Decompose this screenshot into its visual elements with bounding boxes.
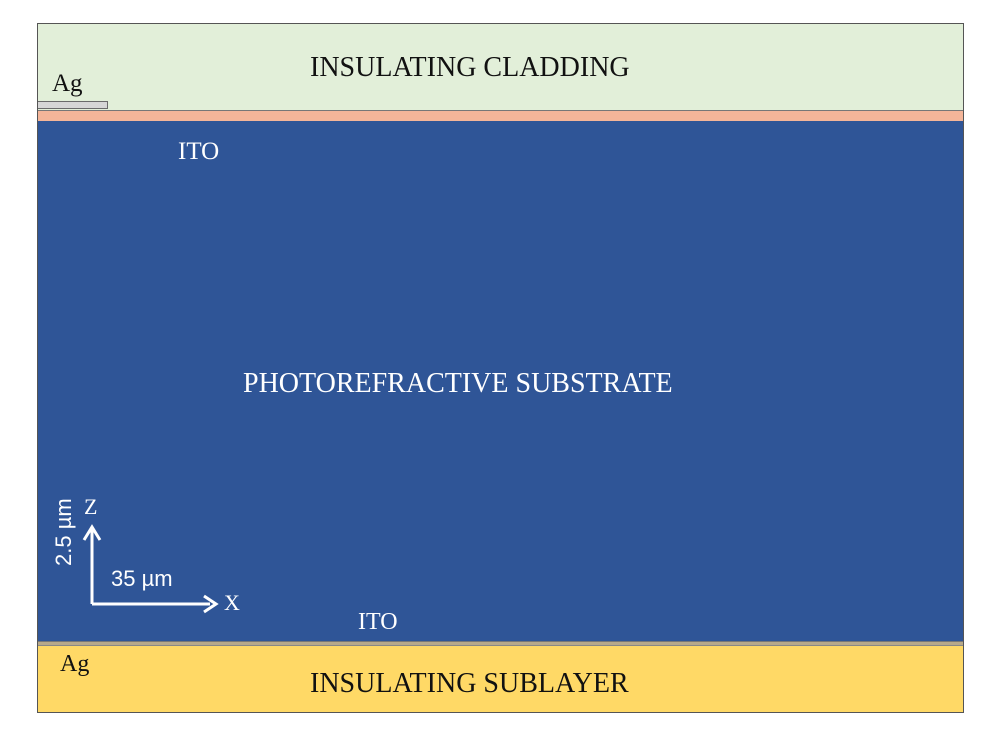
photorefractive-substrate-layer [38,121,963,641]
x-arrowhead-icon [203,594,219,614]
layer-diagram: INSULATING CLADDING Ag ITO PHOTOREFRACTI… [37,23,964,713]
x-scale-label: 35 µm [111,566,173,591]
ito-layer-bottom [38,641,963,645]
ag-top-label: Ag [52,70,83,97]
cladding-label: INSULATING CLADDING [310,52,630,83]
z-axis-label: Z [84,494,98,519]
insulating-cladding-layer [38,24,963,110]
z-scale-label: 2.5 µm [51,498,76,566]
ito-layer-top [38,110,963,121]
ito-bottom-label: ITO [358,609,398,635]
ag-bottom-label: Ag [60,651,90,677]
axes-indicator [82,524,219,614]
ag-electrode-top [38,101,108,109]
x-axis-label: X [224,590,240,615]
ito-top-label: ITO [178,138,220,165]
insulating-sublayer-layer [38,645,963,712]
z-arrowhead-icon [82,524,102,541]
substrate-label: PHOTOREFRACTIVE SUBSTRATE [243,368,673,399]
sublayer-label: INSULATING SUBLAYER [310,668,629,699]
